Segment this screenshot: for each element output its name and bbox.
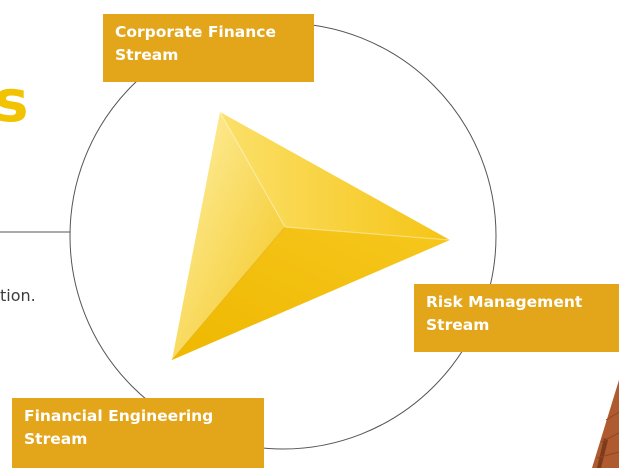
financial-engineering-label-line1: Financial Engineering (24, 407, 214, 425)
center-triangle-icon (171, 111, 451, 361)
corporate-finance-label-line1: Corporate Finance (115, 23, 276, 41)
financial-engineering-label-line2: Stream (24, 430, 88, 448)
risk-management-label-line1: Risk Management (426, 293, 583, 311)
brick-building-image (592, 380, 619, 468)
corporate-finance-label-line2: Stream (115, 46, 179, 64)
body-text-fragment: tion. (0, 286, 36, 305)
risk-management-stream-box: Risk Management Stream (414, 284, 619, 352)
risk-management-label-line2: Stream (426, 316, 490, 334)
heading-fragment: s (0, 67, 29, 135)
financial-engineering-stream-box: Financial Engineering Stream (12, 398, 264, 468)
corporate-finance-stream-box: Corporate Finance Stream (103, 14, 314, 82)
